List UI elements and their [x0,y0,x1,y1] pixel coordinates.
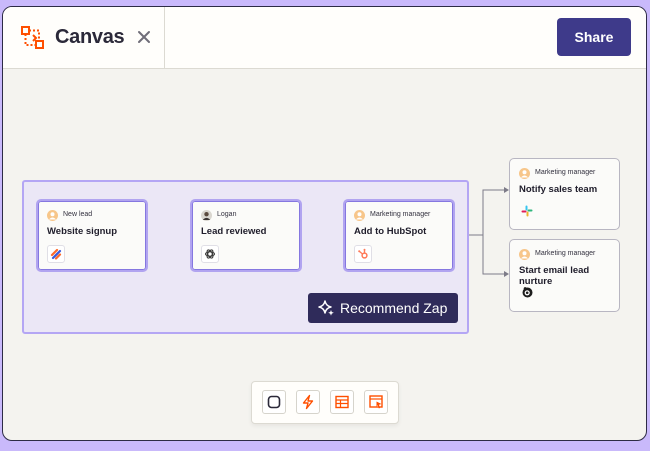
canvas-toolbar [251,381,399,424]
card-title: Notify sales team [519,184,598,195]
card-label: Marketing manager [535,250,596,257]
card-title: Website signup [47,226,118,237]
person-icon [519,249,530,260]
step-card-add-to-hubspot[interactable]: Marketing manager Add to HubSpot [343,199,455,272]
canvas-app-icon [21,26,44,49]
sparkle-icon [318,300,334,316]
card-label: Marketing manager [370,211,431,218]
card-title: Add to HubSpot [354,226,427,237]
share-button[interactable]: Share [557,18,631,56]
card-title: Lead reviewed [201,226,267,237]
add-table-tool[interactable] [330,390,354,414]
step-card-start-email-lead-nurture[interactable]: Marketing manager Start email lead nurtu… [509,239,620,312]
hubspot-icon [354,245,372,263]
logan-avatar [201,210,212,221]
zap-icon [302,394,314,410]
canvas-window: Canvas Share New lead Website signup [2,6,647,441]
square-node-icon [267,395,281,409]
card-label: Logan [217,211,237,218]
slack-icon [519,203,537,221]
recommend-zap-label: Recommend Zap [340,300,448,316]
branch-connectors [456,187,509,277]
recommend-zap-button[interactable]: Recommend Zap [308,293,458,323]
person-icon [519,168,530,179]
form-app-icon [47,245,65,263]
step-card-lead-reviewed[interactable]: Logan Lead reviewed [190,199,302,272]
step-card-website-signup[interactable]: New lead Website signup [36,199,148,272]
canvas-tab[interactable]: Canvas [3,7,165,68]
mailchimp-icon [519,284,537,302]
page-title: Canvas [55,26,125,48]
header-bar: Canvas Share [3,7,646,69]
person-icon [47,210,58,221]
card-label: New lead [63,211,93,218]
openai-icon [201,245,219,263]
person-icon [354,210,365,221]
add-node-tool[interactable] [262,390,286,414]
card-label: Marketing manager [535,169,596,176]
close-icon[interactable] [135,28,153,46]
step-card-notify-sales-team[interactable]: Marketing manager Notify sales team [509,158,620,230]
table-icon [335,395,349,409]
card-title: Start email lead nurture [519,265,590,287]
add-zap-tool[interactable] [296,390,320,414]
interface-icon [369,395,383,409]
add-interface-tool[interactable] [364,390,388,414]
